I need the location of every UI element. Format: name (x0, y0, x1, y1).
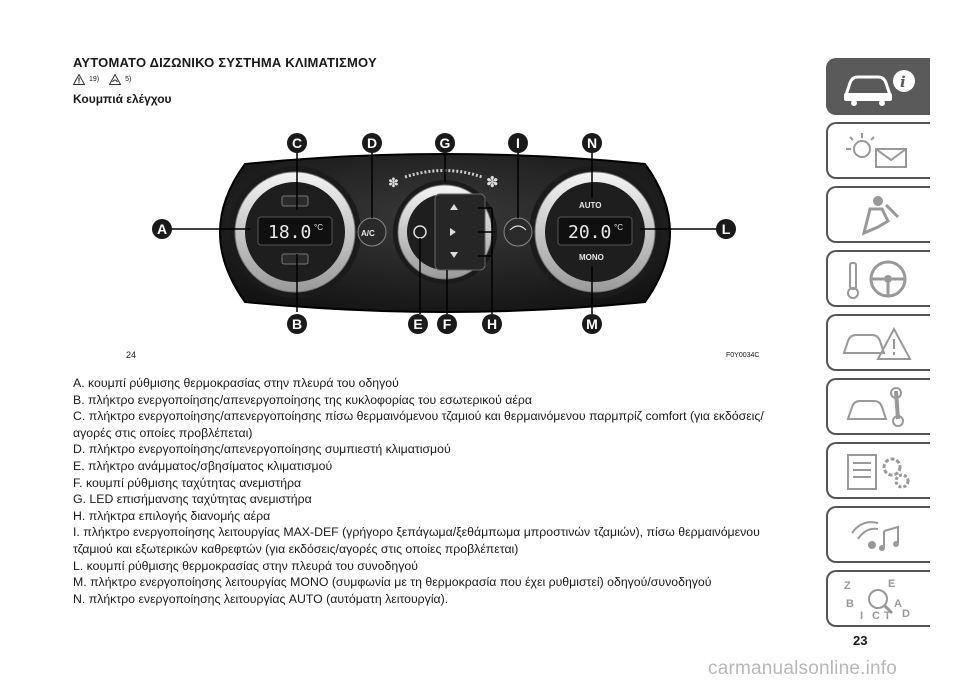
svg-text:D: D (902, 608, 910, 620)
callout-marker-i (508, 133, 528, 153)
svg-text:E: E (888, 578, 895, 590)
svg-text:✽: ✽ (486, 173, 499, 191)
svg-text:I: I (860, 610, 863, 621)
tab-dashboard-lights[interactable] (826, 122, 930, 179)
callout-marker-h (482, 314, 502, 334)
tab-specs-gears[interactable] (826, 442, 930, 499)
callout-label-a: A (157, 221, 167, 237)
legend-item-m: M. πλήκτρο ενεργοποίησης λειτουργίας MON… (73, 575, 712, 590)
tab-multimedia[interactable] (826, 506, 930, 563)
auto-button-label: AUTO (579, 201, 602, 210)
svg-text:T: T (884, 610, 891, 621)
callout-label-n: N (587, 135, 597, 151)
callout-label-i: I (516, 135, 520, 151)
callout-label-l: L (722, 221, 731, 237)
callout-marker-a (152, 219, 172, 239)
warning-references: 19) 5) (73, 74, 131, 85)
svg-text:B: B (846, 598, 854, 610)
watermark: carmanualsonline.info (708, 658, 898, 679)
callout-marker-f (437, 314, 457, 334)
callout-label-e: E (413, 316, 422, 332)
left-temperature-display: 18.0 (268, 222, 311, 243)
tab-car-warning[interactable] (826, 314, 930, 371)
wrench-car-icon (846, 387, 904, 427)
callout-marker-e (408, 314, 428, 334)
specs-gears-icon (847, 454, 910, 490)
callout-marker-n (582, 133, 602, 153)
right-temperature-display: 20.0 (568, 222, 611, 243)
tab-wrench-car[interactable] (826, 378, 930, 435)
callout-marker-m (582, 314, 602, 334)
callout-label-h: H (487, 316, 497, 332)
dashboard-lights-icon (846, 133, 907, 168)
figure-page-ref: 24 (126, 350, 137, 360)
section-subtitle: Κουμπιά ελέγχου (73, 92, 172, 106)
callout-label-f: F (443, 316, 452, 332)
callout-marker-b (287, 314, 307, 334)
car-info-icon: i (843, 70, 915, 106)
callout-label-c: C (292, 135, 302, 151)
callout-label-g: G (440, 135, 451, 151)
warning-ref-2: 5) (125, 76, 132, 83)
warning-triangle-icon (73, 74, 85, 85)
car-warning-icon (842, 326, 912, 360)
legend-item-f: F. κουμπί ρύθμισης ταχύτητας ανεμιστήρα (73, 475, 302, 490)
legend-list: A. κουμπί ρύθμισης θερμοκρασίας στην πλε… (73, 375, 793, 607)
steering-key-icon (847, 260, 907, 299)
seat-airbag-icon (861, 196, 900, 236)
callout-marker-l (716, 219, 736, 239)
legend-item-e: E. πλήκτρο ανάμματος/σβησίματος κλιματισ… (73, 458, 333, 473)
legend-item-b: B. πλήκτρο ενεργοποίησης/απενεργοποίησης… (73, 392, 532, 407)
multimedia-icon (851, 521, 899, 551)
section-title: ΑΥΤΟΜΑΤΟ ΔΙΖΩΝΙΚΟ ΣΥΣΤΗΜΑ ΚΛΙΜΑΤΙΣΜΟΥ (73, 55, 377, 70)
legend-item-h: H. πλήκτρα επιλογής διανομής αέρα (73, 508, 271, 523)
tab-seat-airbag[interactable] (826, 186, 930, 243)
legend-item-i: I. πλήκτρο ενεργοποίησης λειτουργίας MAX… (73, 525, 760, 556)
legend-item-a: A. κουμπί ρύθμισης θερμοκρασίας στην πλε… (73, 376, 399, 390)
ac-button-label: A/C (361, 229, 375, 238)
svg-text:Z: Z (844, 580, 851, 592)
tab-car-info[interactable]: i (826, 58, 930, 115)
callout-marker-d (362, 133, 382, 153)
callout-label-b: B (292, 316, 302, 332)
figure-code: F0Y0034C (726, 352, 760, 359)
callout-label-m: M (586, 316, 598, 332)
callout-marker-g (435, 133, 455, 153)
svg-text:i: i (900, 73, 906, 91)
right-temperature-unit: °C (614, 223, 623, 232)
legend-item-l: L. κουμπί ρύθμισης θερμοκρασίας στην πλε… (73, 558, 418, 573)
legend-item-n: N. πλήκτρο ενεργοποίησης λειτουργίας AUT… (73, 591, 449, 606)
legend-item-d: D. πλήκτρο ενεργοποίησης/απενεργοποίησης… (73, 442, 451, 457)
legend-item-g: G. LED επισήμανσης ταχύτητας ανεμιστήρα (73, 492, 312, 507)
warning-ref-1: 19) (89, 76, 100, 83)
tab-steering-key[interactable] (826, 250, 930, 307)
svg-text:C: C (872, 610, 880, 621)
svg-text:A: A (894, 598, 902, 610)
left-temperature-unit: °C (314, 223, 323, 232)
mono-button-label: MONO (579, 253, 604, 262)
svg-text:✽: ✽ (388, 176, 399, 191)
climate-control-illustration: 18.0 °C 20.0 °C AUTO MONO A/C ✽ ✽ (152, 133, 736, 334)
page-number: 23 (853, 633, 868, 648)
callout-marker-c (287, 133, 307, 153)
legend-item-c: C. πλήκτρο ενεργοποίησης/απενεργοποίησης… (73, 409, 764, 440)
caution-triangle-icon (109, 74, 122, 85)
callout-label-d: D (367, 135, 377, 151)
